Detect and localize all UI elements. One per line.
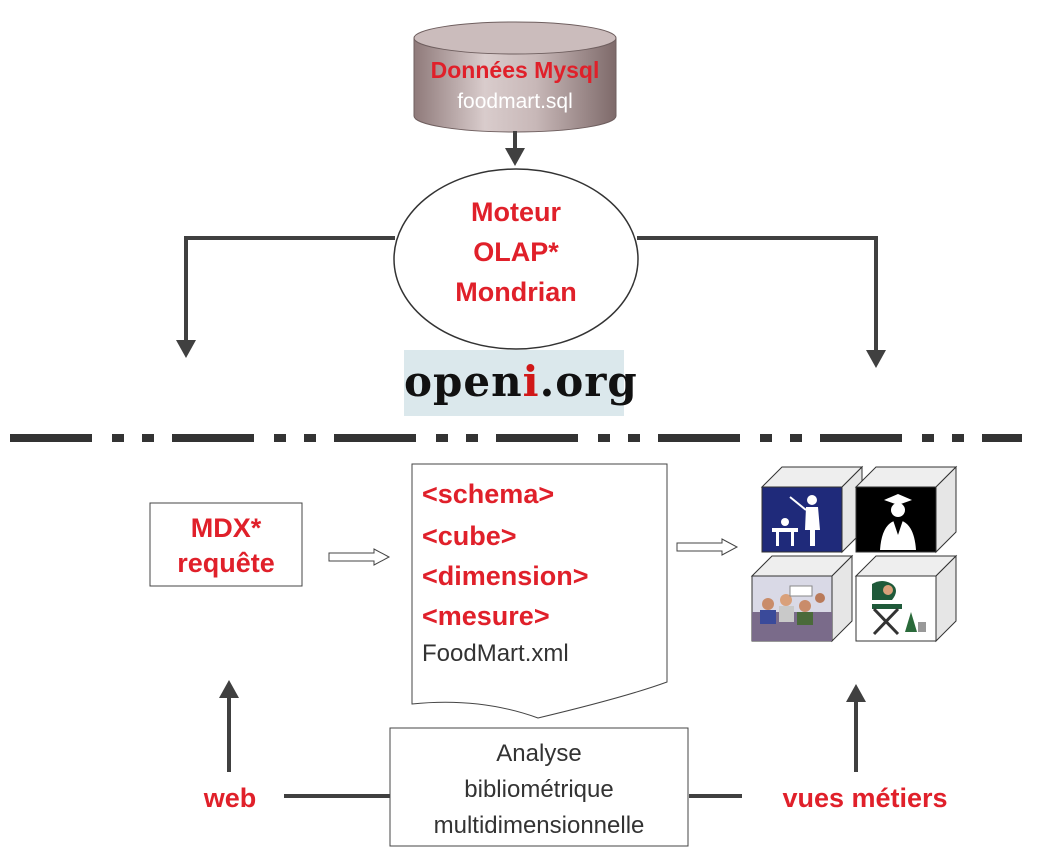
schema-to-views-arrow <box>676 538 739 556</box>
opengi-logo: openi.org <box>404 357 637 406</box>
olap-engine-ellipse <box>393 168 639 350</box>
database-cylinder <box>413 21 617 133</box>
analysis-line-3: multidimensionnelle <box>433 812 645 839</box>
query-line-1: MDX* <box>190 513 262 543</box>
engine-line-1: Moteur <box>471 197 561 227</box>
logo-background <box>404 350 624 416</box>
engine-line-2: OLAP* <box>473 237 559 267</box>
query-to-schema-arrow <box>328 548 391 566</box>
view-cube-meeting <box>750 554 854 643</box>
analysis-line-1: Analyse <box>496 740 582 767</box>
teacher-icon <box>772 495 820 546</box>
meeting-icon <box>752 585 832 641</box>
schema-tag-schema: <schema> <box>422 479 555 509</box>
web-up-arrow <box>219 680 239 772</box>
database-file: foodmart.sql <box>457 90 573 113</box>
engine-left-arrow <box>176 236 395 358</box>
engine-right-arrow <box>637 236 886 368</box>
analysis-box <box>389 727 689 847</box>
view-cube-graduate <box>854 465 958 554</box>
views-label: vues métiers <box>782 783 948 813</box>
database-title: Données Mysql <box>430 57 600 83</box>
logo-text-1: open <box>404 357 523 406</box>
logo-text-accent: i <box>522 357 540 406</box>
web-label: web <box>203 783 257 813</box>
logo-text-2: .org <box>539 357 638 406</box>
director-chair-icon <box>872 581 926 636</box>
db-to-engine-arrow <box>505 131 525 166</box>
mdx-query-box <box>149 502 303 587</box>
schema-tag-dimension: <dimension> <box>422 561 589 591</box>
views-up-arrow <box>846 684 866 772</box>
schema-file: FoodMart.xml <box>422 640 569 667</box>
view-cube-teacher <box>760 465 864 554</box>
query-line-2: requête <box>177 548 275 578</box>
schema-tag-cube: <cube> <box>422 521 517 551</box>
graduate-icon <box>880 494 916 550</box>
analysis-line-2: bibliométrique <box>464 776 614 803</box>
view-cube-director <box>854 554 958 643</box>
schema-document-shape <box>411 463 668 719</box>
engine-line-3: Mondrian <box>455 277 577 307</box>
schema-tag-mesure: <mesure> <box>422 601 550 631</box>
